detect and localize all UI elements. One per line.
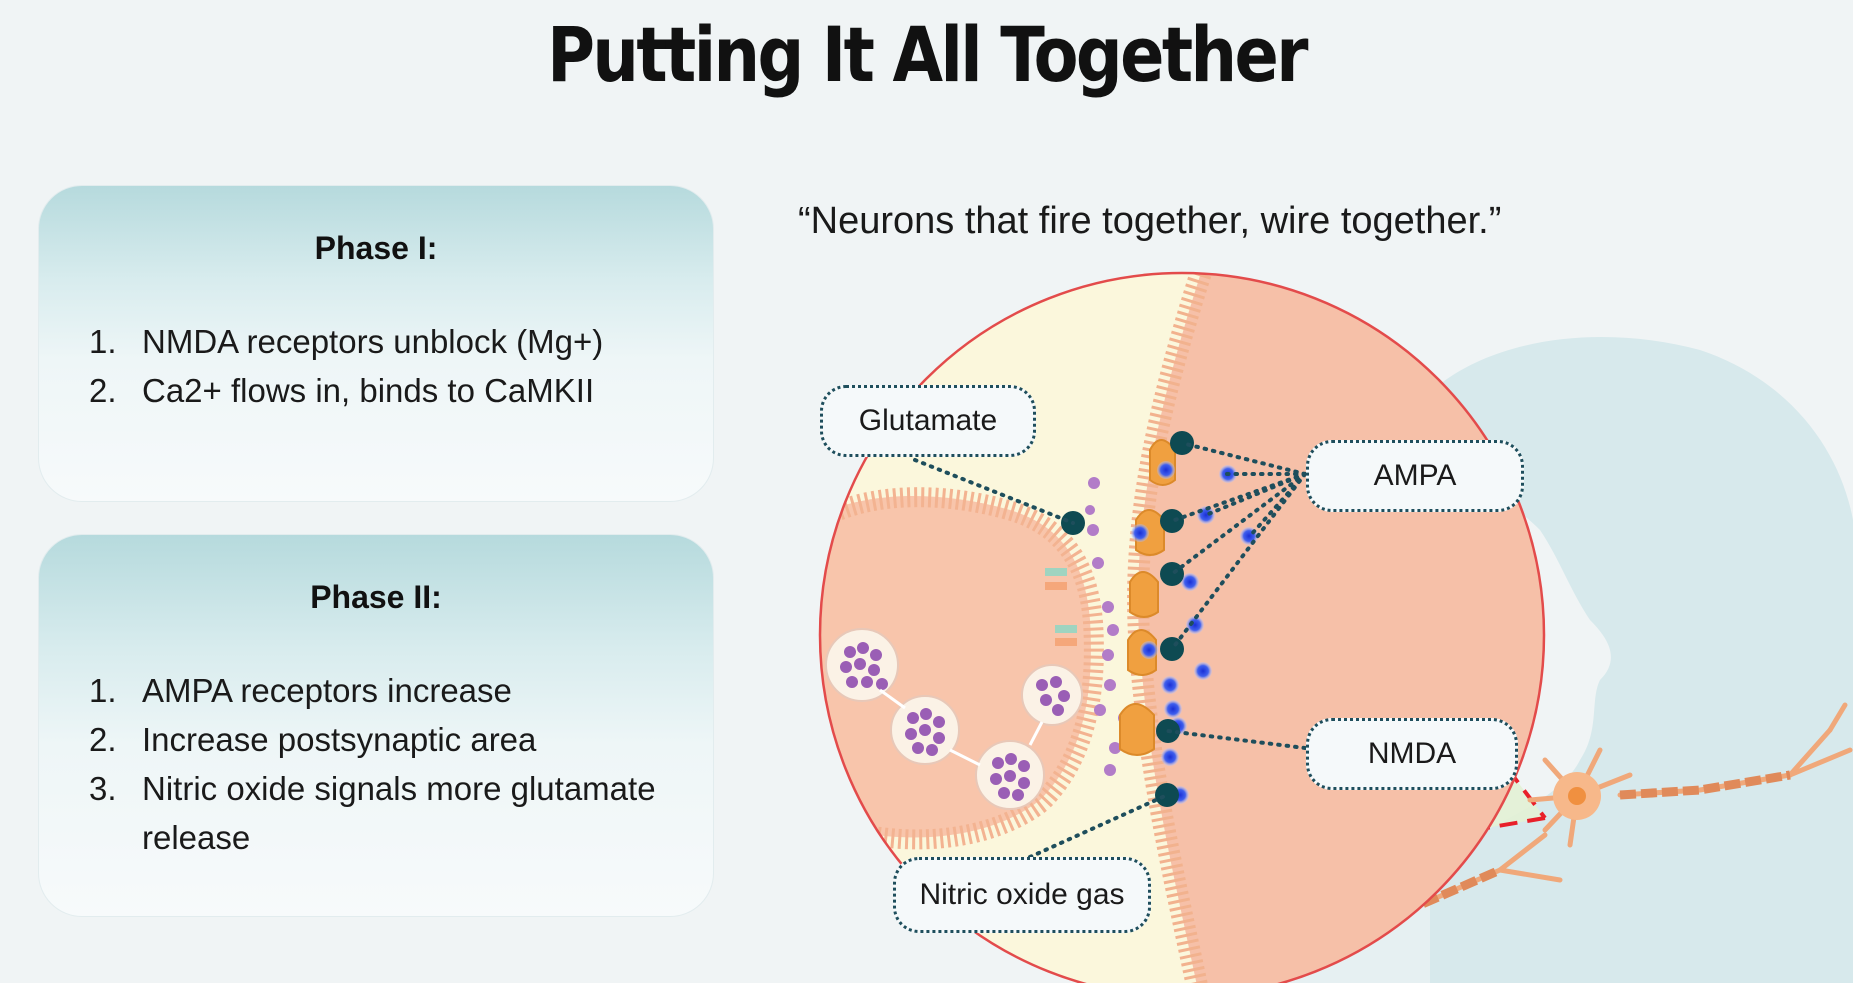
phase-1-card: Phase I: 1.NMDA receptors unblock (Mg+) … bbox=[38, 185, 714, 502]
label-nitric-oxide: Nitric oxide gas bbox=[893, 857, 1151, 933]
list-item: 2.Increase postsynaptic area bbox=[89, 721, 537, 758]
phase-2-heading: Phase II: bbox=[310, 579, 442, 615]
leader-lines bbox=[913, 441, 1307, 859]
phase-1-heading: Phase I: bbox=[314, 230, 438, 266]
list-item: 1.AMPA receptors increase bbox=[89, 672, 512, 709]
page-title: Putting It All Together bbox=[547, 10, 1308, 99]
list-item: 3.Nitric oxide signals more glutamate re… bbox=[89, 770, 656, 856]
label-glutamate: Glutamate bbox=[820, 385, 1036, 457]
label-ampa: AMPA bbox=[1306, 440, 1524, 512]
neuron-upper bbox=[1527, 702, 1853, 848]
hebbian-quote: “Neurons that fire together, wire togeth… bbox=[798, 200, 1502, 242]
zoom-circle bbox=[818, 271, 1546, 983]
list-item: 2.Ca2+ flows in, binds to CaMKII bbox=[89, 372, 595, 409]
label-nmda: NMDA bbox=[1306, 718, 1518, 790]
phase-1-list: 1.NMDA receptors unblock (Mg+) 2.Ca2+ fl… bbox=[39, 317, 713, 415]
list-item: 1.NMDA receptors unblock (Mg+) bbox=[89, 323, 604, 360]
phase-2-card: Phase II: 1.AMPA receptors increase 2.In… bbox=[38, 534, 714, 917]
phase-2-list: 1.AMPA receptors increase 2.Increase pos… bbox=[39, 666, 713, 862]
